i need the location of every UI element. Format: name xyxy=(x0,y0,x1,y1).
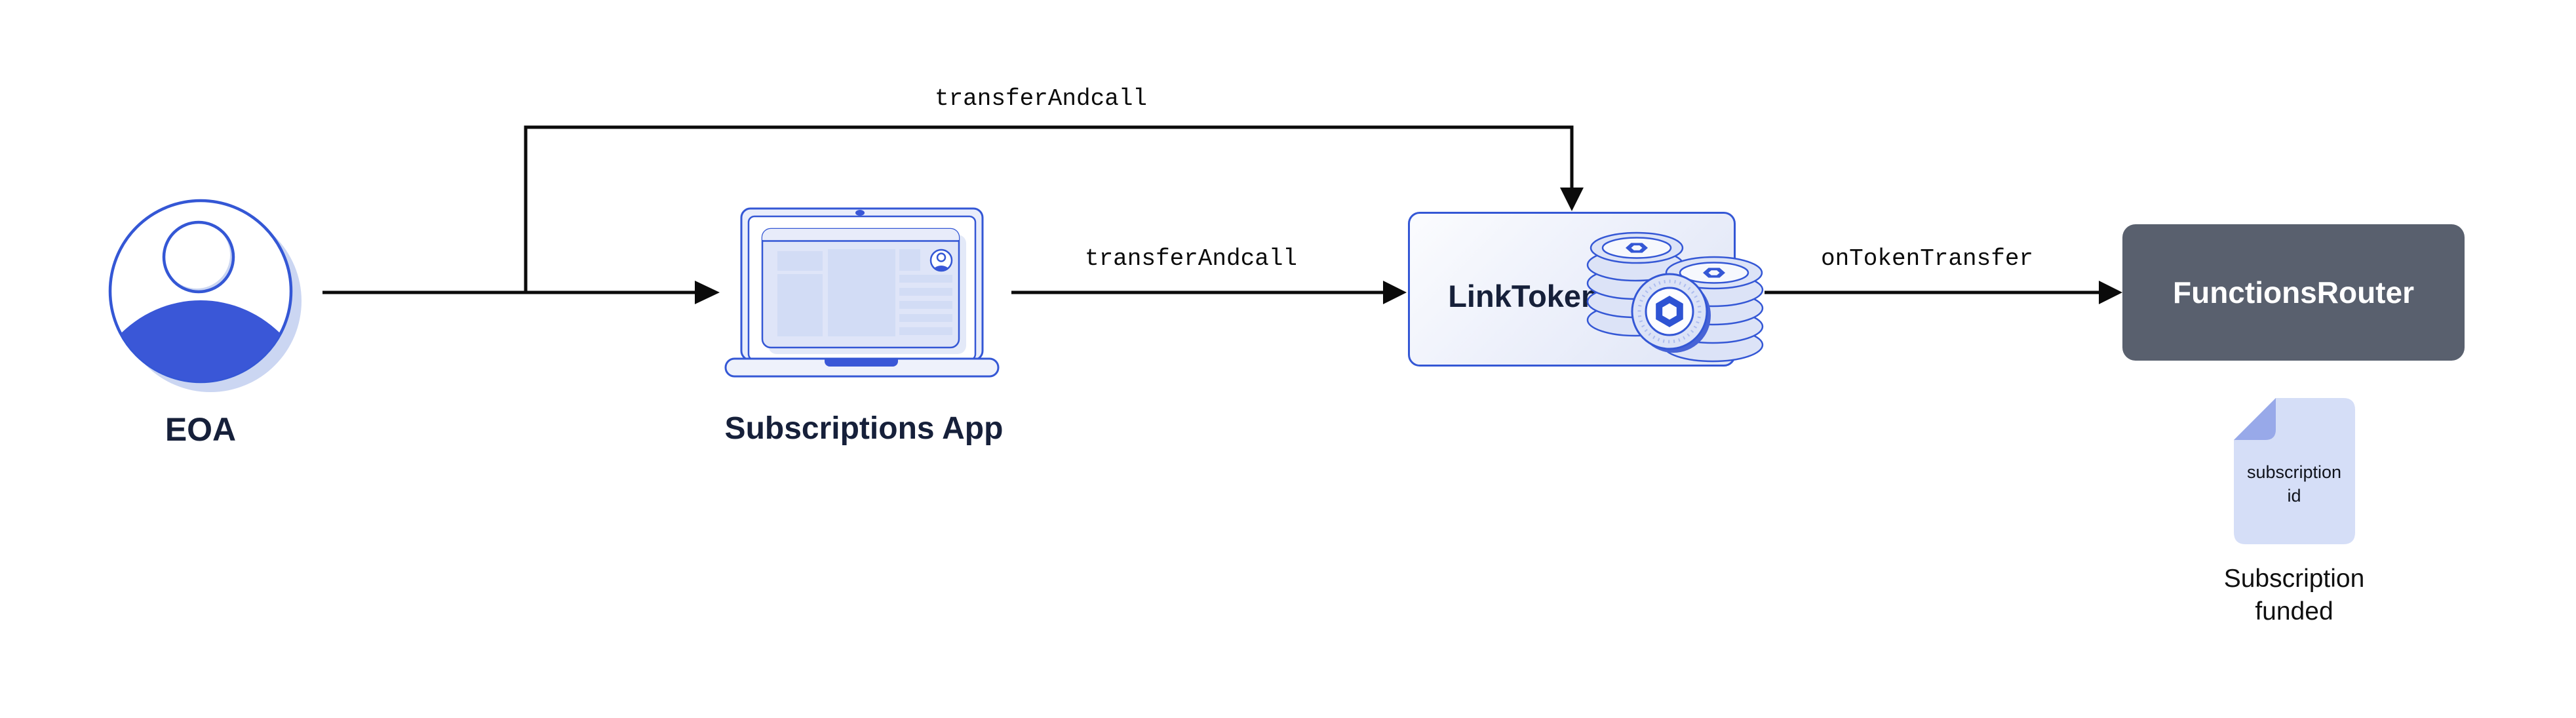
arrowhead-into-linktoken-left xyxy=(1383,281,1407,304)
app-content-block xyxy=(777,274,823,336)
arrowhead-into-router xyxy=(2099,281,2122,304)
app-avatar-icon xyxy=(929,249,953,272)
edge-label-transferandcall-top: transferAndcall xyxy=(934,85,1148,112)
subscription-id-text: subscription id xyxy=(2246,462,2342,506)
functions-router-label: FunctionsRouter xyxy=(2173,275,2414,309)
document-icon xyxy=(2234,398,2355,544)
link-coin-front xyxy=(1631,273,1711,353)
app-content-row xyxy=(899,301,952,309)
arrow-eoa-to-linktoken-line xyxy=(524,125,1574,294)
link-coin-stack-icon xyxy=(1586,231,1764,363)
functions-router-box: FunctionsRouter xyxy=(2122,224,2465,361)
subscriptions-app-label: Subscriptions App xyxy=(724,411,1004,446)
laptop-browser-icon xyxy=(724,207,1000,378)
edge-label-ontokentransfer: onTokenTransfer xyxy=(1820,245,2034,272)
arrowhead-into-linktoken-top xyxy=(1560,188,1584,211)
app-content-row xyxy=(899,275,952,283)
app-content-row xyxy=(899,327,952,335)
edge-label-transferandcall-mid: transferAndcall xyxy=(1084,245,1298,272)
app-content-row xyxy=(899,288,952,296)
app-content-block xyxy=(828,249,895,336)
user-circle-icon xyxy=(108,199,302,392)
subscription-funded-caption: Subscription funded xyxy=(2223,565,2365,626)
linktoken-label: LinkToken xyxy=(1448,279,1600,313)
eoa-label: EOA xyxy=(165,411,237,448)
app-content-row xyxy=(899,314,952,322)
app-content-block xyxy=(777,251,823,271)
arrowhead-into-app xyxy=(695,281,720,304)
app-content-block xyxy=(899,249,920,271)
